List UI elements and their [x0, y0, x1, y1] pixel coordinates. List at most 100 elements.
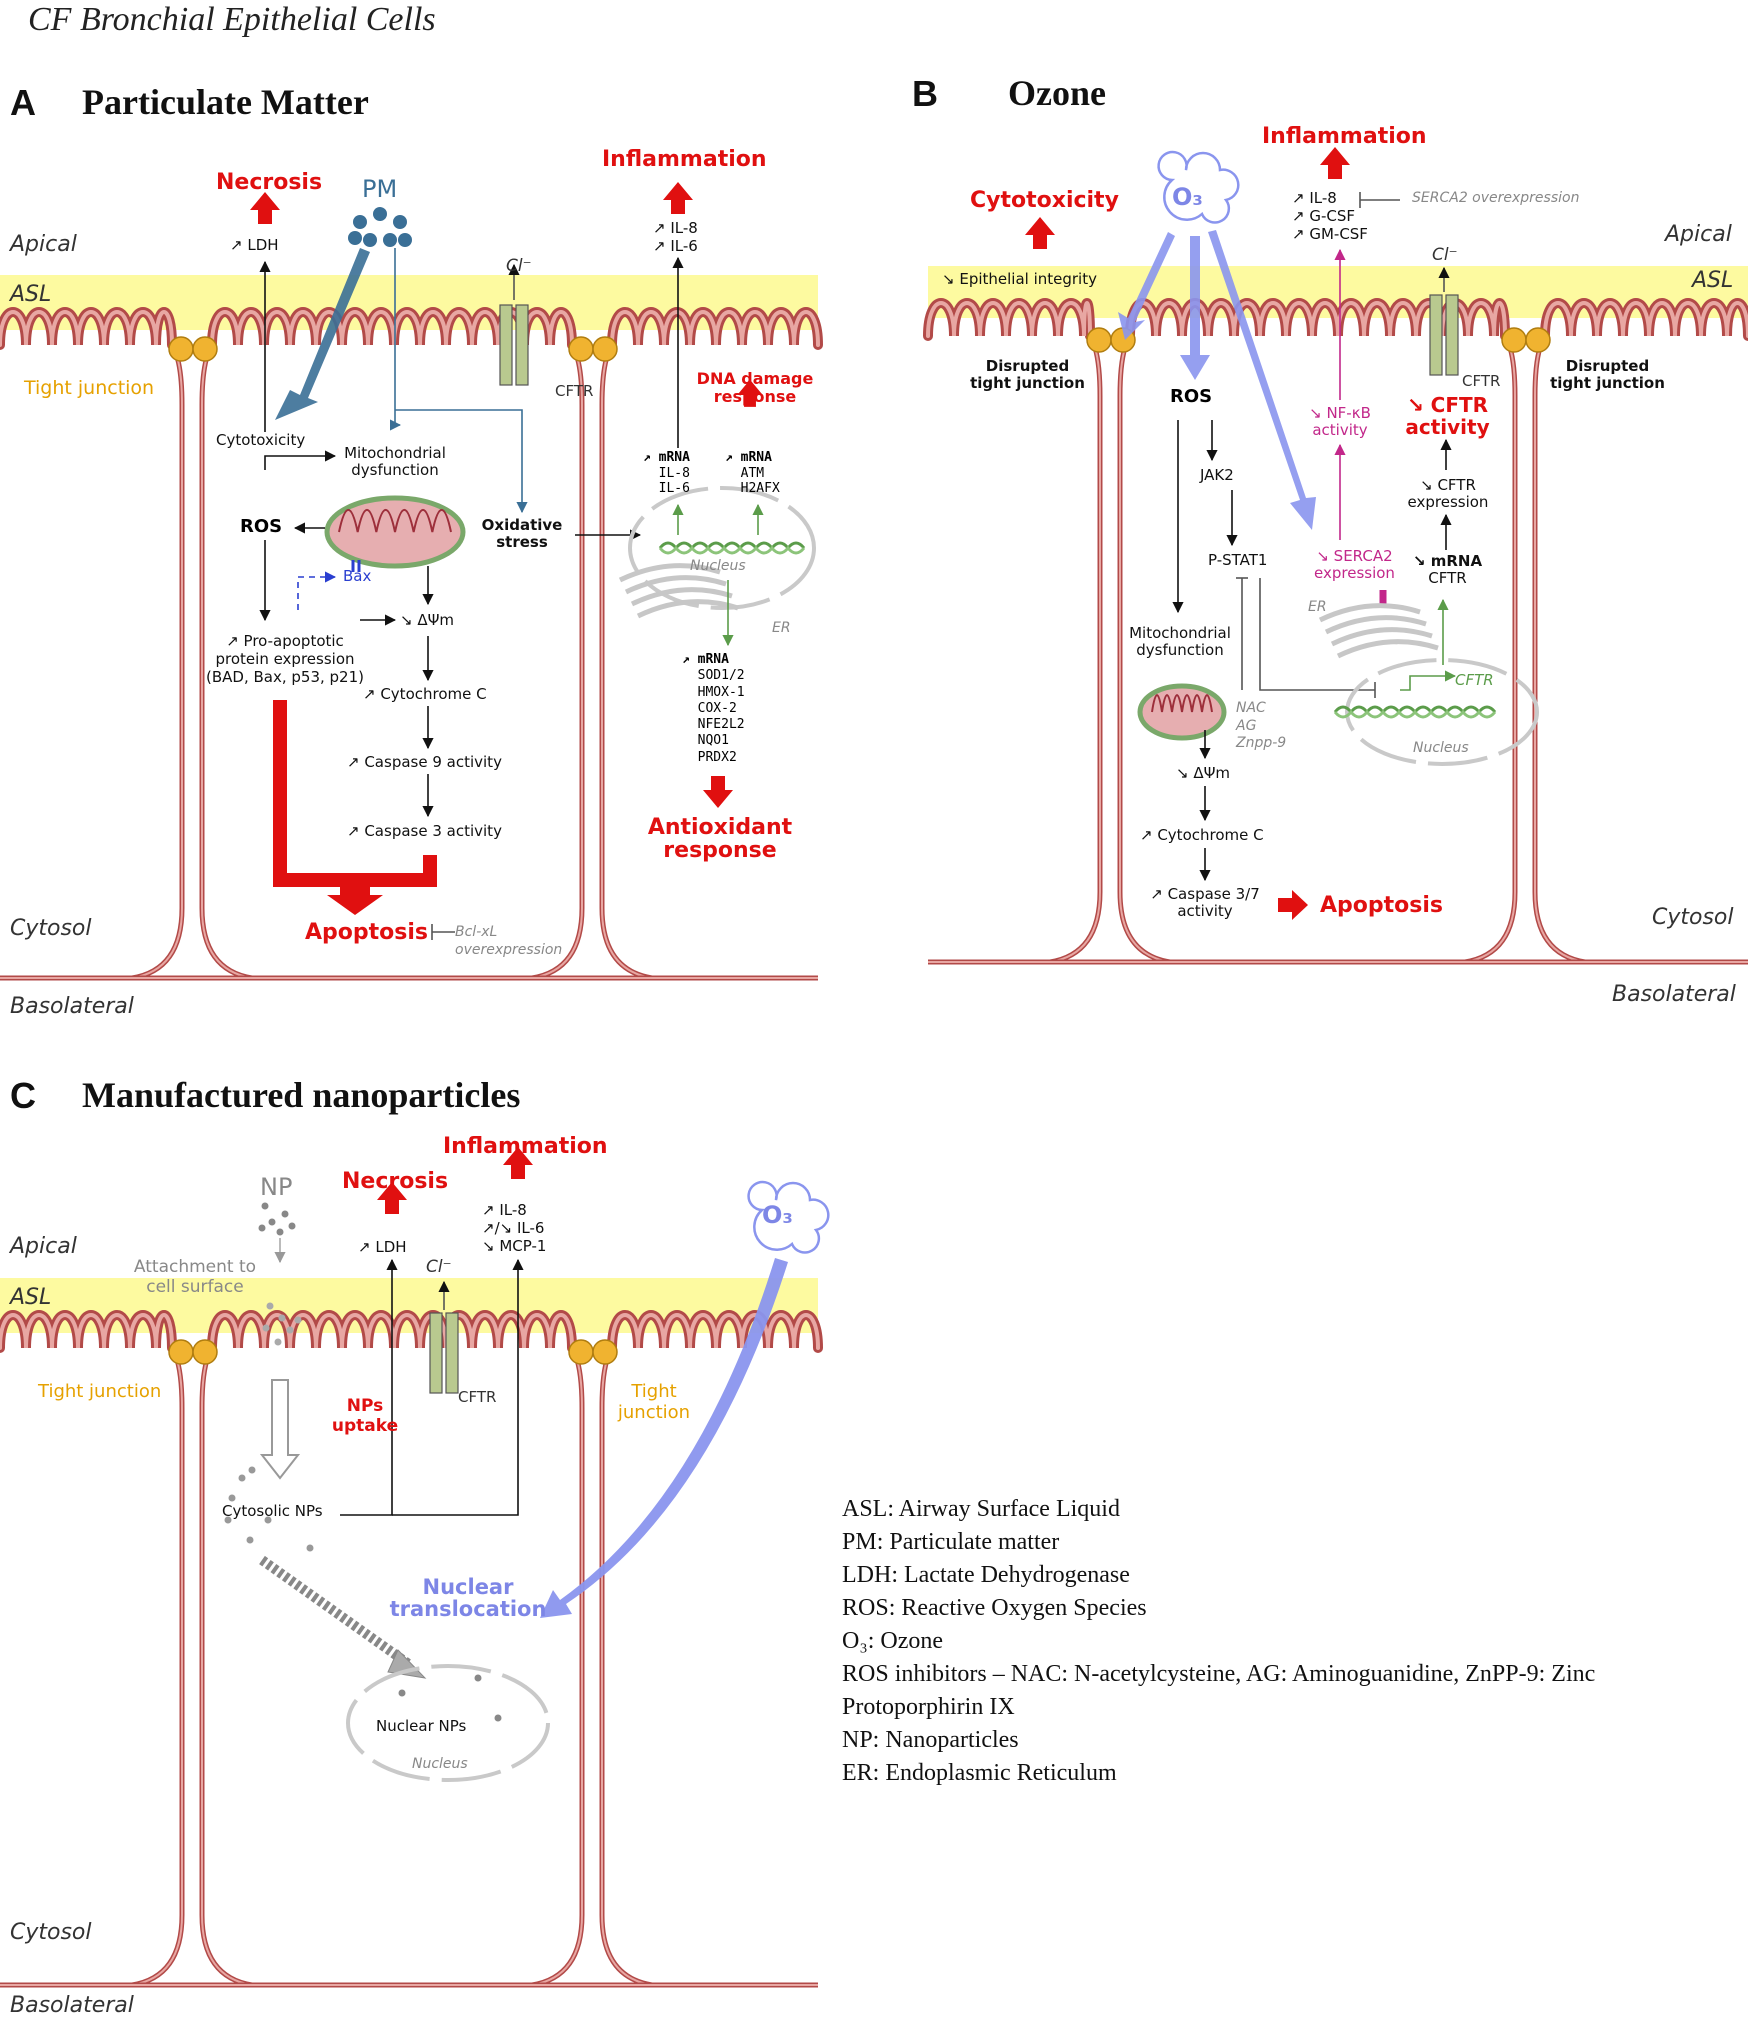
nuclear-np-particle: [398, 1689, 406, 1697]
il8-b-label: ↗ IL-8: [1292, 189, 1337, 207]
panel-a-lateral-wall-inner-0: [131, 348, 253, 979]
np-particle: [276, 1228, 284, 1236]
mitochondrion-a-cristae: [338, 509, 452, 533]
ldh-label: ↗ LDH: [230, 236, 279, 254]
mrna-il-group: ↗ mRNA IL-8 IL-6: [643, 450, 690, 497]
cftr-gene-label: CFTR: [1455, 671, 1494, 689]
inflammation-c-label: Inflammation: [443, 1134, 608, 1159]
apoptosis-b-label: Apoptosis: [1320, 893, 1443, 918]
panel-a-junction-dot: [592, 336, 618, 362]
panel-c-asl: ASL: [10, 1285, 52, 1310]
cftr-b-channel-subunit: [1445, 294, 1459, 376]
er-b-label: ER: [1308, 599, 1327, 615]
panel-a-tight-junction: Tight junction: [24, 377, 155, 399]
panel-a-membrane-inner-2: [610, 310, 820, 347]
cytosolic-np-particle: [224, 1516, 232, 1524]
panel-b-lateral-wall-inner-0: [1049, 339, 1171, 963]
pm-particle: [348, 231, 362, 245]
nuclear-np-particle: [474, 1674, 482, 1682]
er-b-cisterna: [1336, 639, 1439, 659]
nucleus-a-label: Nucleus: [690, 558, 746, 574]
necrosis-label: Necrosis: [216, 170, 323, 195]
er-b-cisterna: [1318, 603, 1421, 623]
cytotoxicity-a-label: Cytotoxicity: [216, 431, 306, 449]
apoptosis-a-label: Apoptosis: [305, 920, 428, 945]
panel-b-junction-dot: [1086, 327, 1112, 353]
caspase3-label: ↗ Caspase 3 activity: [347, 822, 502, 840]
pm-to-mito-arrow: [389, 248, 402, 431]
cl-c-label: Cl⁻: [426, 1257, 452, 1277]
np-surface-particle: [294, 1316, 302, 1324]
er-b-cisterna: [1330, 627, 1433, 647]
cytosolic-to-cytokines-arrow: [392, 1258, 524, 1516]
panel-a-title: Particulate Matter: [82, 82, 369, 122]
cftr-c-channel-subunit: [429, 1312, 443, 1394]
pm-particle: [398, 233, 412, 247]
er-a-cisterna: [624, 575, 727, 595]
gmcsf-label: ↗ GM-CSF: [1292, 225, 1368, 243]
np-surface-particle: [266, 1302, 274, 1310]
cytochrome-a-label: ↗ Cytochrome C: [363, 685, 487, 703]
nucleus-b: [1345, 658, 1539, 766]
dna-a-strand: [658, 541, 806, 551]
panel-c-lateral-wall-1: [531, 1350, 653, 1988]
np-label: NP: [260, 1173, 293, 1201]
np-surface-particle: [286, 1326, 294, 1334]
o3-c-cloud: [747, 1180, 830, 1254]
cftr-c-channel-subunit: [445, 1312, 459, 1394]
panel-a-lateral-wall-inner-1: [531, 348, 653, 979]
cytosolic-np-particle: [306, 1544, 314, 1552]
il8-c-label: ↗ IL-8: [482, 1201, 527, 1219]
antioxidant-red-arrow: [703, 776, 733, 808]
panel-c-junction-dot: [568, 1339, 594, 1365]
cytosolic-nps-label: Cytosolic NPs: [222, 1502, 323, 1520]
cftr-a-channel-subunit: [515, 304, 529, 386]
cftr-a-channel-subunit: [499, 304, 513, 386]
np-surface-particle: [262, 1324, 270, 1332]
panel-a-lateral-wall-1: [531, 347, 653, 981]
panel-c-basolateral: Basolateral: [10, 1993, 134, 2018]
bax-label: Bax: [343, 567, 372, 585]
apoptosis-red-bracket: [273, 700, 437, 887]
cytosolic-np-particle: [264, 1516, 272, 1524]
legend-item-ros: ROS: Reactive Oxygen Species: [842, 1595, 1147, 1621]
panel-b-apical: Apical: [1665, 222, 1732, 247]
apoptosis-red-head: [327, 880, 383, 915]
panel-c-lateral-wall-inner-1: [531, 1351, 653, 1986]
panel-b-basolateral: Basolateral: [1612, 982, 1736, 1007]
cytosolic-np-particle: [228, 1494, 236, 1502]
panel-a-cytosol: Cytosol: [10, 916, 92, 941]
panel-c-cytosol: Cytosol: [10, 1920, 92, 1945]
legend-item-np: NP: Nanoparticles: [842, 1727, 1019, 1753]
mrna-atm-group: ↗ mRNA ATM H2AFX: [725, 450, 780, 497]
panel-c-cell: [0, 1278, 823, 1988]
epithelial-integrity-label: ↘ Epithelial integrity: [942, 270, 1097, 288]
panel-a-apical: Apical: [10, 232, 77, 257]
cl-a-label: Cl⁻: [506, 256, 532, 276]
panel-b-asl: ASL: [1692, 268, 1734, 293]
il6-a-label: ↗ IL-6: [653, 237, 698, 255]
np-particle: [288, 1222, 296, 1230]
panel-c-junction-dot: [592, 1339, 618, 1365]
nucleus-a: [628, 486, 816, 610]
np-particle: [281, 1210, 289, 1218]
figure-title: CF Bronchial Epithelial Cells: [28, 1, 436, 38]
panel-c-membrane-inner-0: [0, 1313, 174, 1350]
cytotoxicity-b-red-arrow: [1025, 217, 1055, 249]
dna-damage-red-arrow: [737, 379, 763, 407]
cftr-b-channel-subunit: [1429, 294, 1443, 376]
panel-b-letter: B: [912, 73, 938, 114]
delta-psi-a-label: ↘ ΔΨm: [400, 611, 455, 629]
dna-a-strand: [658, 545, 806, 555]
np-surface-particle: [278, 1314, 286, 1322]
ozone-arrow-serca: [1208, 230, 1316, 530]
legend: ASL: Airway Surface Liquid PM: Particula…: [842, 1493, 1595, 1790]
panel-b-lateral-wall-inner-1: [1464, 339, 1586, 963]
